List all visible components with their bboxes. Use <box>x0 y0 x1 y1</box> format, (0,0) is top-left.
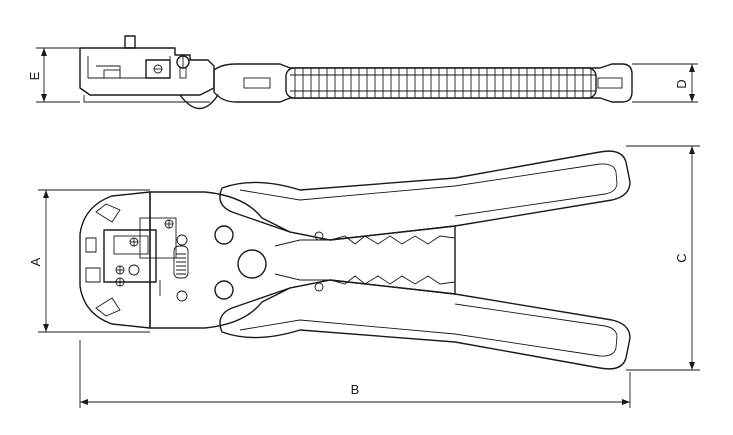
dimension-label-d: D <box>674 79 689 88</box>
side-view <box>79 35 633 110</box>
dimension-d: D <box>632 63 698 103</box>
dimension-c: C <box>626 145 700 371</box>
dimension-b: B <box>79 340 631 408</box>
dimension-label-c: C <box>674 253 689 262</box>
dimension-a: A <box>28 189 150 333</box>
dimension-label-e: E <box>27 71 42 80</box>
dimension-label-b: B <box>351 382 360 397</box>
top-view <box>79 150 631 370</box>
dimension-e: E <box>27 47 80 103</box>
dimension-label-a: A <box>28 257 43 266</box>
